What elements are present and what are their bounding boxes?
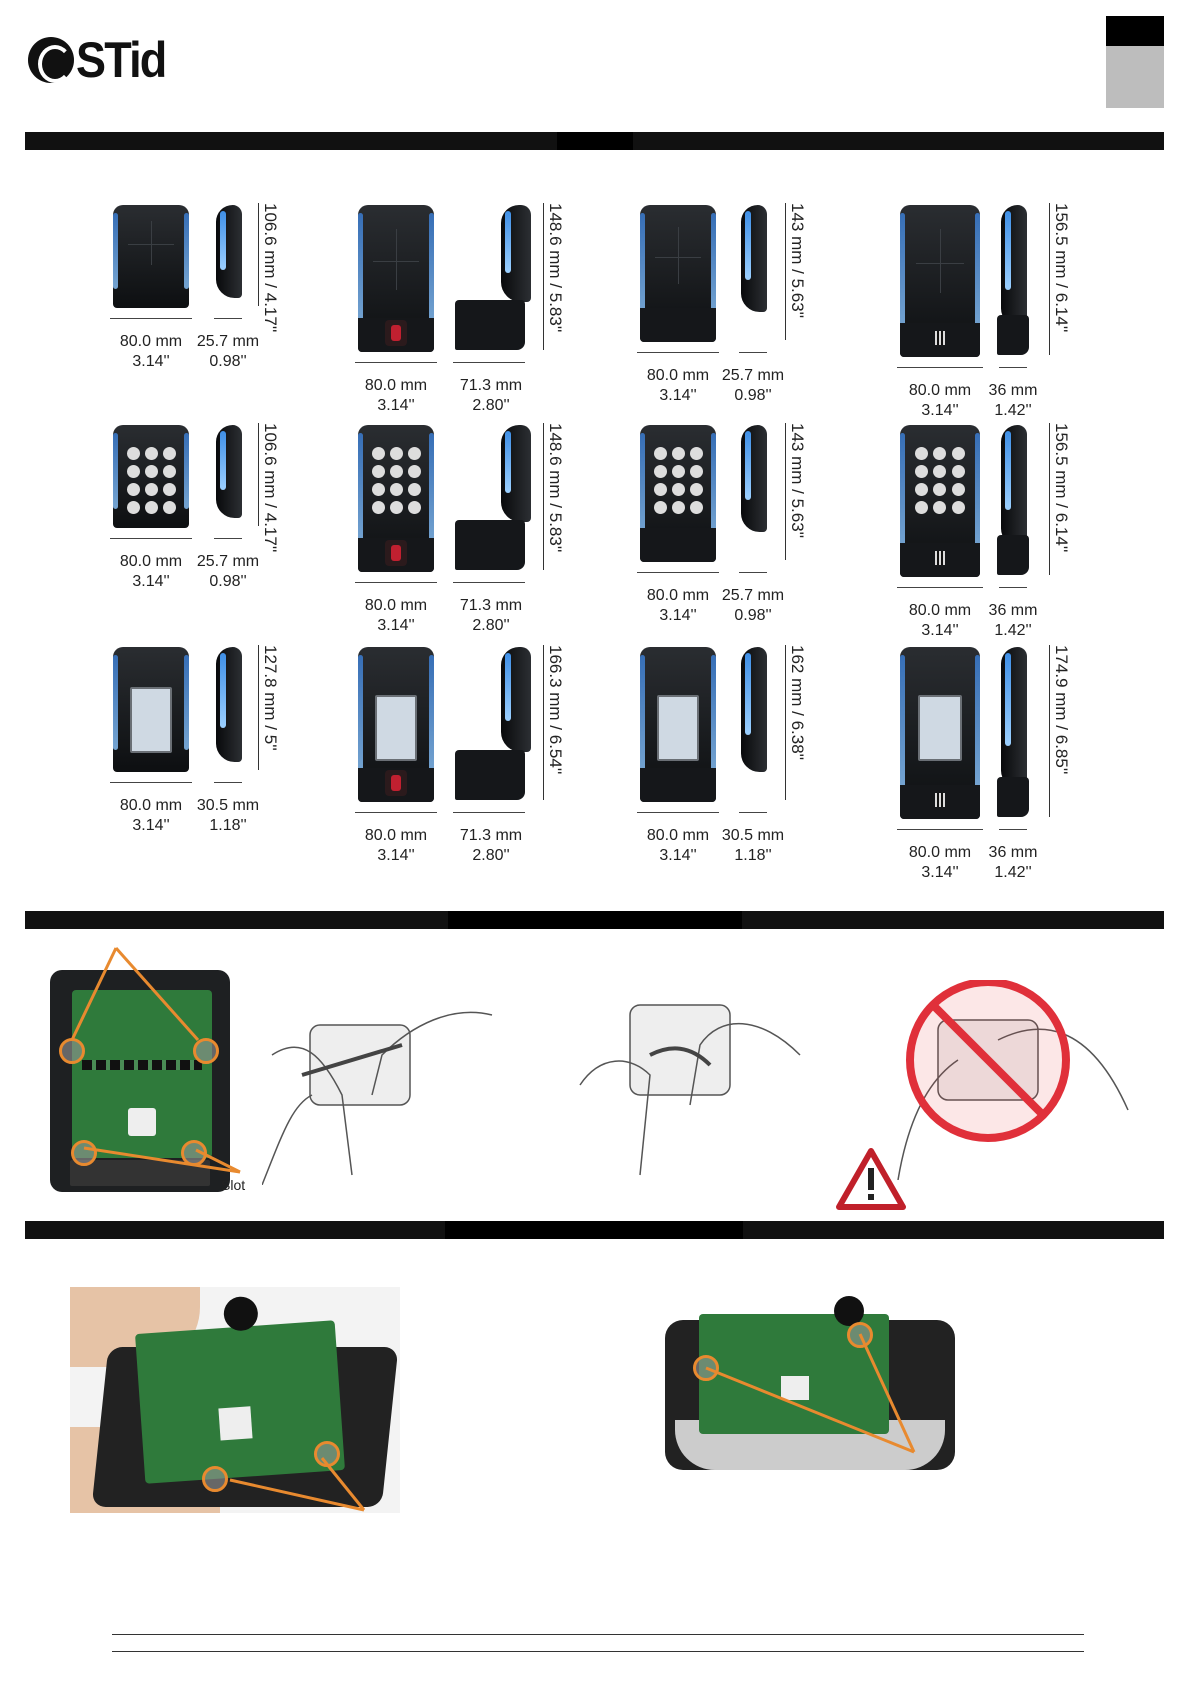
hand-opening-sketch-2	[579, 1004, 801, 1176]
section-bar-opening	[25, 911, 1164, 929]
reader-front-view	[358, 425, 434, 572]
reader-side-view	[216, 205, 242, 298]
height-dimension-label: 148.6 mm / 5.83''	[546, 423, 565, 553]
closing-arrows-left	[229, 1457, 366, 1512]
clip-marker-right-photo-left	[693, 1355, 719, 1381]
reader-front-view	[113, 425, 189, 528]
height-dimension-label: 156.5 mm / 6.14''	[1052, 423, 1071, 553]
hand-wrong-sketch	[897, 980, 1129, 1180]
height-dimension-label: 156.5 mm / 6.14''	[1052, 203, 1071, 333]
reader-side-view	[741, 205, 767, 312]
reader-front-view	[113, 647, 189, 772]
reader-front-view	[358, 205, 434, 352]
height-dimension-label: 106.6 mm / 4.17''	[261, 423, 280, 553]
height-dimension-label: 106.6 mm / 4.17''	[261, 203, 280, 333]
reader-front-view	[358, 647, 434, 802]
hand-opening-sketch-1	[262, 1011, 493, 1185]
height-dimension-label: 162 mm / 6.38''	[788, 645, 807, 761]
reader-side-view	[1001, 647, 1027, 789]
warning-icon	[836, 1148, 906, 1210]
footer-line-top	[112, 1634, 1084, 1635]
stid-logo-text: STid	[76, 32, 167, 88]
callout-arrows	[70, 947, 241, 1174]
reader-side-view	[1001, 205, 1027, 327]
reader-front-view	[640, 647, 716, 802]
reader-side-view	[741, 647, 767, 772]
page-tab-light	[1106, 46, 1164, 108]
clip-marker-top-right	[193, 1038, 219, 1064]
height-dimension-label: 127.8 mm / 5''	[261, 645, 280, 751]
height-dimension-label: 174.9 mm / 6.85''	[1052, 645, 1071, 775]
slot-label: Slot	[221, 1177, 246, 1193]
section-bar-closing	[25, 1221, 1164, 1239]
reader-front-view	[113, 205, 189, 308]
stid-logo-mark-icon	[28, 37, 74, 83]
section-bar-dimensions	[25, 132, 1164, 150]
reader-side-view	[501, 205, 531, 302]
reader-side-view	[741, 425, 767, 532]
footer-line-bottom	[112, 1651, 1084, 1652]
reader-side-view	[216, 425, 242, 518]
reader-side-view	[216, 647, 242, 762]
reader-front-view	[640, 425, 716, 562]
reader-front-view	[900, 647, 980, 819]
reader-side-view	[501, 425, 531, 522]
reader-side-view	[501, 647, 531, 752]
page-tab-dark	[1106, 16, 1164, 46]
height-dimension-label: 143 mm / 5.63''	[788, 203, 807, 319]
reader-front-view	[640, 205, 716, 342]
stid-logo: STid	[28, 34, 186, 86]
reader-pcb	[72, 990, 212, 1158]
reader-closing-photo-right	[665, 1290, 955, 1482]
reader-front-view	[900, 425, 980, 577]
slot-marker-left	[71, 1140, 97, 1166]
reader-front-view	[900, 205, 980, 357]
reader-side-view	[1001, 425, 1027, 547]
height-dimension-label: 166.3 mm / 6.54''	[546, 645, 565, 775]
clip-marker-bottom-left	[202, 1466, 228, 1492]
reader-closing-photo-left	[70, 1287, 400, 1513]
opened-reader-photo	[50, 970, 230, 1192]
height-dimension-label: 143 mm / 5.63''	[788, 423, 807, 539]
height-dimension-label: 148.6 mm / 5.83''	[546, 203, 565, 333]
closing-arrows-right	[705, 1333, 916, 1454]
